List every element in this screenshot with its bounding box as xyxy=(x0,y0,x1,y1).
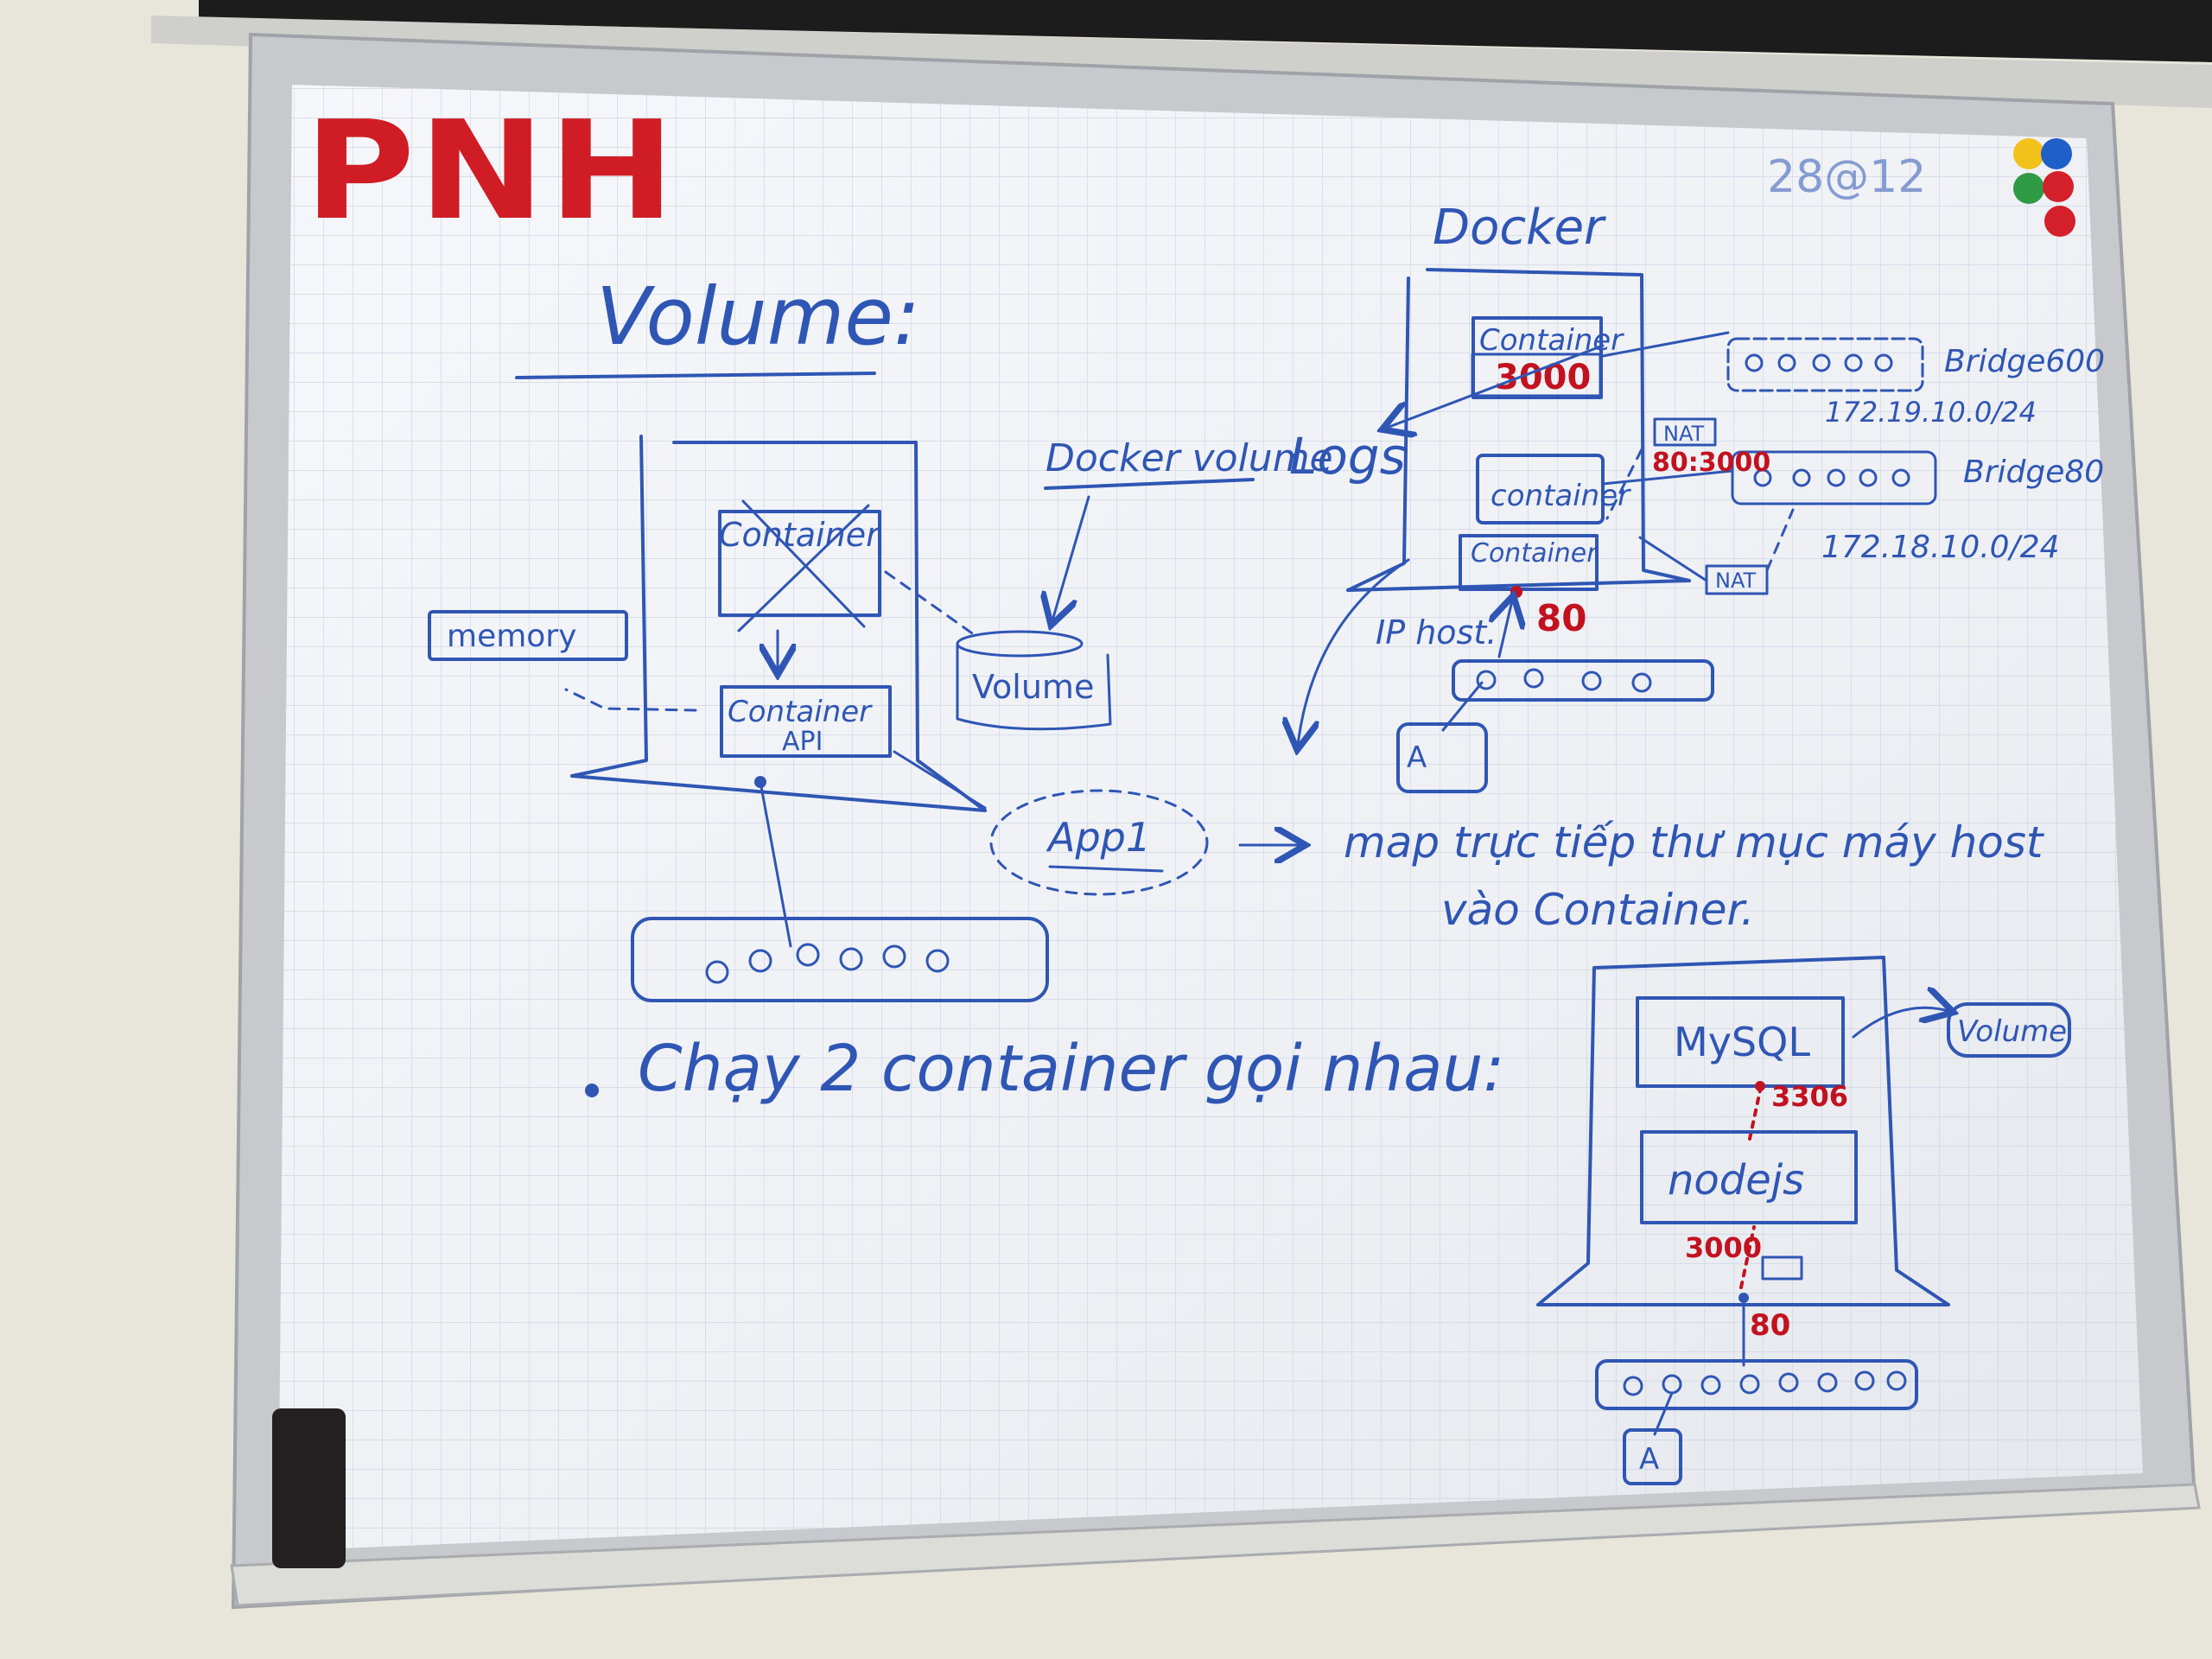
date-note: 28@12 xyxy=(1767,151,1926,203)
docker-volume-arrow xyxy=(1052,495,1090,620)
api-port-dot xyxy=(754,776,766,788)
app1-underline xyxy=(1048,865,1164,873)
magnet-red xyxy=(2043,171,2074,202)
host-switch-docker xyxy=(1452,659,1714,702)
mysql-port: 3306 xyxy=(1771,1080,1848,1113)
host-switch-left xyxy=(631,917,1049,1002)
container-crossed-label: Container xyxy=(719,516,881,554)
mysql-port-dot xyxy=(1755,1081,1765,1091)
board-grid xyxy=(278,85,2143,1551)
bullet-dot xyxy=(585,1084,599,1097)
bridge-80-box xyxy=(1731,450,1937,505)
bridge-80-ports xyxy=(1753,468,1910,487)
container-3000-inner xyxy=(1471,353,1602,397)
container-3000-label: Container xyxy=(1479,323,1624,358)
client-a-label: A xyxy=(1407,741,1427,775)
nat-bottom-link xyxy=(1765,508,1795,572)
nodejs-box xyxy=(1640,1130,1858,1224)
magnet-red-2 xyxy=(2044,206,2075,237)
volume-title: Volume: xyxy=(596,270,920,363)
volume-label-right: Volume xyxy=(1957,1014,2067,1049)
host-switch-left-ports xyxy=(705,943,950,984)
compose-host-port-dot xyxy=(1738,1293,1749,1303)
volume-box-right xyxy=(1947,1002,2071,1058)
logs-label: Logs xyxy=(1289,427,1406,486)
host-switch-docker-ports xyxy=(1476,668,1652,693)
bridge-600-label: Bridge600 xyxy=(1944,344,2105,379)
memory-label: memory xyxy=(447,619,576,654)
nodejs-label: nodejs xyxy=(1668,1156,1804,1205)
magnets xyxy=(2013,138,2075,237)
nat-top-label: NAT xyxy=(1663,422,1705,446)
container-api-label: Container xyxy=(728,695,873,729)
volume-cylinder-label: Volume xyxy=(972,668,1094,706)
mysql-label: MySQL xyxy=(1674,1019,1810,1065)
map-line-1: map trực tiếp thư mục máy host xyxy=(1344,817,2045,868)
map-curve-arrow xyxy=(1298,558,1410,745)
nat-top-box xyxy=(1653,417,1717,447)
screen-rail xyxy=(151,16,2212,108)
docker-volume-underline xyxy=(1044,478,1255,490)
nodejs-port-link xyxy=(1739,1225,1756,1289)
volume-link xyxy=(884,570,976,637)
compose-heading: Chạy 2 container gọi nhau: xyxy=(638,1032,1504,1106)
magnet-yellow xyxy=(2013,138,2044,169)
client-a-box xyxy=(1396,722,1488,793)
volume-cylinder-body xyxy=(956,642,1112,731)
marker-tray xyxy=(230,1483,2201,1607)
docker-volume-label: Docker volume xyxy=(1046,436,1333,480)
compose-host-port: 80 xyxy=(1750,1308,1790,1343)
eraser xyxy=(272,1408,346,1568)
nat-top-link xyxy=(1605,448,1643,520)
bridge-80-subnet: 172.18.10.0/24 xyxy=(1821,530,2060,565)
container-3000-port: 3000 xyxy=(1495,358,1591,397)
compose-client-box xyxy=(1623,1428,1682,1485)
client-a-link xyxy=(1441,681,1484,732)
container-mid-box xyxy=(1476,454,1605,524)
bridge-600-subnet: 172.19.10.0/24 xyxy=(1825,396,2037,429)
map-line-2: vào Container. xyxy=(1441,885,1754,935)
mysql-box xyxy=(1636,996,1845,1088)
logo-pnh: PNH xyxy=(304,92,678,251)
container-80-label: Container xyxy=(1471,538,1599,569)
app1-label: App1 xyxy=(1046,814,1151,861)
bridge-80-link xyxy=(1601,469,1734,486)
host-switch-compose-ports xyxy=(1623,1370,1907,1396)
port-tag-box xyxy=(1761,1255,1803,1281)
logs-arrow xyxy=(1387,344,1605,428)
projector-screen xyxy=(199,0,2212,62)
nodejs-mysql-link xyxy=(1748,1089,1762,1141)
ip-host-label: IP host. xyxy=(1376,613,1497,652)
container-crossed-box xyxy=(718,510,881,617)
memory-link xyxy=(564,688,697,712)
host-port-80: 80 xyxy=(1536,597,1586,639)
host-box xyxy=(570,435,987,812)
port-map-80-3000: 80:3000 xyxy=(1652,448,1770,478)
bridge-600-box xyxy=(1726,337,1924,392)
nat-bottom-host-link xyxy=(1638,536,1708,582)
bridge-80-label: Bridge80 xyxy=(1963,454,2104,490)
compose-client-label: A xyxy=(1639,1442,1659,1477)
app1-ellipse xyxy=(989,789,1209,896)
container-80-box xyxy=(1459,534,1599,591)
volume-title-underline xyxy=(515,372,876,379)
compose-client-link xyxy=(1653,1391,1674,1436)
container-80-port-dot xyxy=(1510,586,1522,598)
magnet-blue xyxy=(2041,138,2072,169)
mysql-volume-arrow xyxy=(1852,1007,1948,1039)
bridge-600-link xyxy=(1601,331,1730,358)
bridge-600-ports xyxy=(1745,353,1893,372)
container-api-box xyxy=(720,685,892,758)
host-switch-compose xyxy=(1595,1359,1918,1410)
ip-host-arrow xyxy=(1499,601,1512,658)
magnet-green xyxy=(2013,173,2044,204)
app1-link xyxy=(893,750,987,810)
memory-box xyxy=(428,610,628,661)
docker-title: Docker xyxy=(1433,200,1606,256)
nat-bottom-label: NAT xyxy=(1715,569,1757,593)
container-cross-mark xyxy=(737,499,870,632)
container-api-sub: API xyxy=(782,727,823,757)
